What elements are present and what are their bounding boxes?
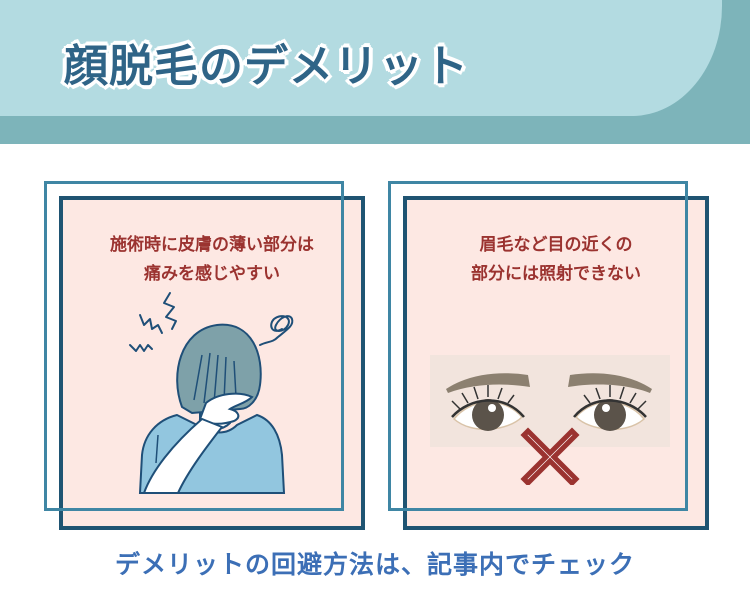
card-caption: 施術時に皮膚の薄い部分は 痛みを感じやすい xyxy=(59,231,365,289)
pain-squiggle-icon xyxy=(129,292,177,352)
left-eye xyxy=(451,385,525,431)
card-caption: 眉毛など目の近くの 部分には照射できない xyxy=(403,231,709,289)
card-caption-line1: 眉毛など目の近くの xyxy=(479,235,633,255)
card-caption-line2: 部分には照射できない xyxy=(471,264,641,284)
right-eyebrow xyxy=(568,373,652,393)
footer-cta-text: デメリットの回避方法は、記事内でチェック xyxy=(114,550,635,579)
page-title: 顔脱毛のデメリット xyxy=(64,41,469,92)
cross-mark-icon xyxy=(520,427,580,485)
right-eye xyxy=(573,385,647,431)
left-eyebrow xyxy=(446,373,530,393)
header-band-highlight xyxy=(0,0,722,116)
eyes-illustration xyxy=(430,355,670,485)
card-pain: 施術時に皮膚の薄い部分は 痛みを感じやすい xyxy=(44,181,366,531)
woman-in-pain-illustration xyxy=(129,292,294,494)
dizzy-swirl-icon xyxy=(259,315,294,346)
card-caption-line2: 痛みを感じやすい xyxy=(144,264,280,284)
card-eye-area: 眉毛など目の近くの 部分には照射できない xyxy=(388,181,710,531)
card-caption-line1: 施術時に皮膚の薄い部分は xyxy=(110,235,314,255)
